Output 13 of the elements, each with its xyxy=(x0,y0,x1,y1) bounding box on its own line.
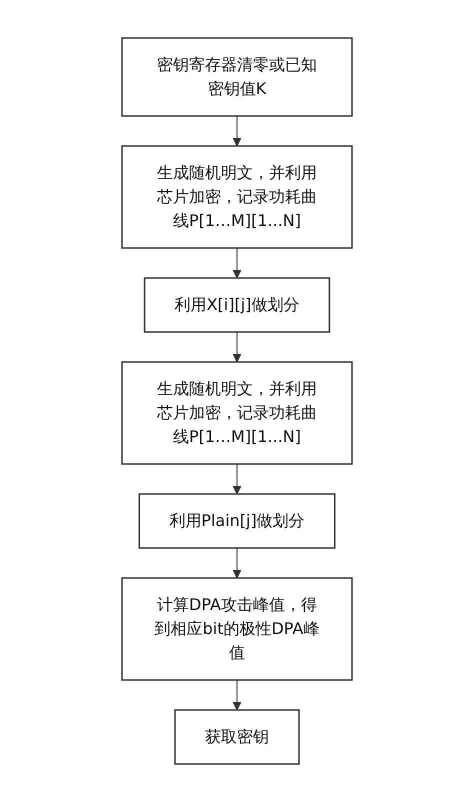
node-box: 生成随机明文，并利用芯片加密，记录功耗曲线P[1…M][1...N] xyxy=(121,360,353,464)
arrow xyxy=(232,679,242,710)
arrow xyxy=(232,547,242,578)
arrow xyxy=(232,247,242,278)
node-box: 生成随机明文，并利用芯片加密，记录功耗曲线P[1…M][1...N] xyxy=(121,144,353,248)
node-box: 利用X[i][j]做划分 xyxy=(144,276,330,332)
arrow xyxy=(232,115,242,146)
arrow xyxy=(232,331,242,362)
node-box: 密钥寄存器清零或已知密钥值K xyxy=(121,36,353,116)
arrow xyxy=(232,463,242,494)
node-box: 利用Plain[j]做划分 xyxy=(138,492,336,548)
node-box: 获取密钥 xyxy=(174,708,300,764)
node-box: 计算DPA攻击峰值，得到相应bit的极性DPA峰值 xyxy=(121,576,353,680)
